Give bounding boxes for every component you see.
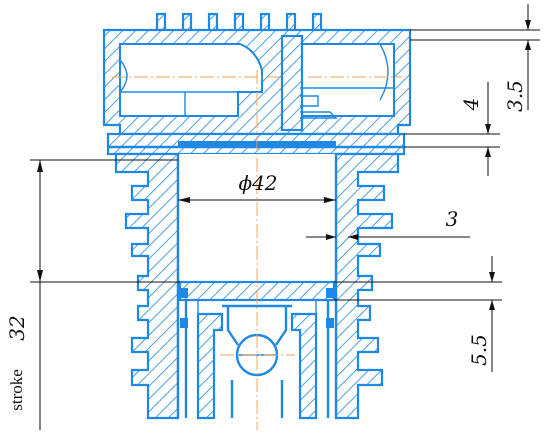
dimension-top-right: 3.5 [410, 4, 540, 112]
dimension-3-label: 3 [446, 207, 459, 231]
dimension-bore-label: ϕ42 [238, 171, 277, 195]
pin-boss-left [196, 312, 224, 420]
dimension-4-label: 4 [459, 98, 483, 112]
dimension-5-5-label: 5.5 [467, 334, 491, 366]
head-cavity-left [119, 43, 263, 117]
head-fins [155, 12, 323, 38]
spark-plug-boss [280, 34, 304, 132]
dimension-3-5-label: 3.5 [503, 80, 527, 112]
head-gasket [106, 132, 406, 156]
dimension-stroke-word: stroke [7, 369, 26, 411]
dimension-ring: 5.5 [334, 256, 502, 372]
dimension-gap: 4 [404, 82, 500, 176]
dimension-wall: 3 [306, 207, 470, 240]
barrel-wall-left [114, 152, 180, 420]
head-cavity-right [299, 43, 395, 117]
barrel-wall-right [334, 152, 400, 420]
dimension-stroke-value: 32 [5, 315, 29, 340]
dimension-stroke: stroke 32 [5, 159, 180, 430]
center-lines [112, 70, 402, 430]
pin-boss-right [290, 312, 318, 420]
dimension-bore: ϕ42 [178, 171, 336, 203]
